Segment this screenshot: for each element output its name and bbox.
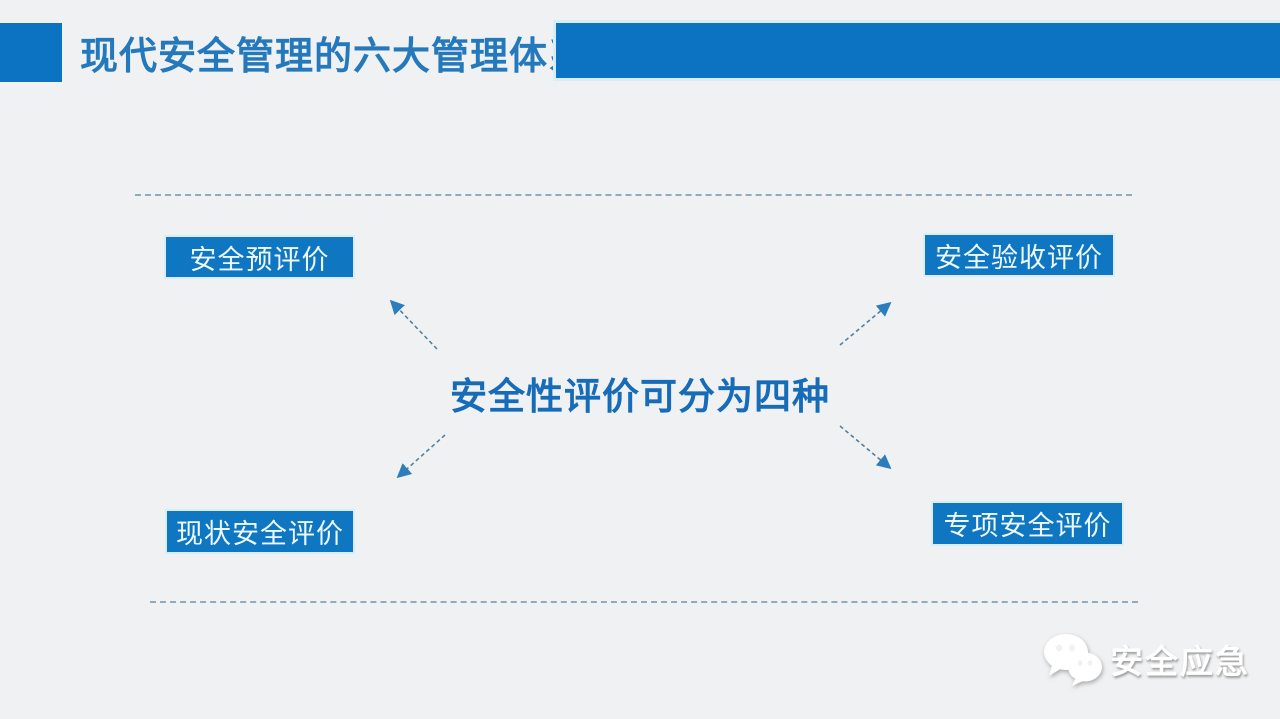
- watermark-label: 安全应急: [1110, 643, 1250, 680]
- center-statement: 安全性评价可分为四种: [450, 376, 830, 417]
- arrow-top-left-icon: [389, 299, 438, 350]
- node-acceptance-evaluation: 安全验收评价: [925, 235, 1113, 275]
- node-current-status-evaluation: 现状安全评价: [167, 511, 353, 552]
- header-accent-bar: [556, 23, 1280, 78]
- header-accent-square: [0, 23, 62, 82]
- node-pre-evaluation: 安全预评价: [166, 237, 353, 277]
- bottom-dashed-divider: [150, 601, 1138, 603]
- node-special-evaluation: 专项安全评价: [933, 503, 1122, 544]
- arrow-bottom-left-icon: [396, 434, 446, 479]
- arrow-bottom-right-icon: [839, 425, 892, 470]
- top-dashed-divider: [135, 194, 1132, 196]
- slide-title: 现代安全管理的六大管理体系: [80, 35, 588, 78]
- arrow-top-right-icon: [839, 301, 892, 346]
- watermark: 安全应急: [1042, 628, 1272, 690]
- wechat-icon: [1044, 634, 1102, 686]
